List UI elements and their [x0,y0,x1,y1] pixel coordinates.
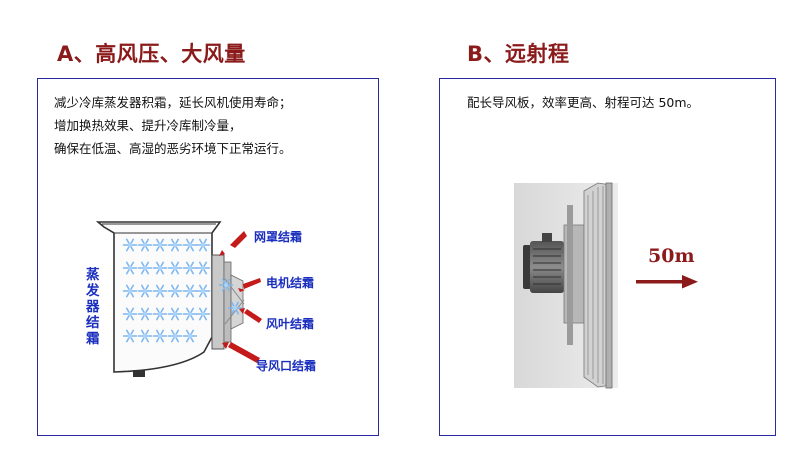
desc-line-3: 确保在低温、高湿的恶劣环境下正常运行。 [54,141,292,156]
motor-endcap [523,245,531,289]
desc-line-1: 减少冷库蒸发器积霜，延长风机使用寿命； [54,95,292,110]
vertical-label-char-4: 结 [86,314,100,331]
evaporator-frost-diagram: 蒸 发 器 结 霜 [85,221,316,377]
arrow-mesh [230,231,247,248]
terminal-box [542,233,552,242]
fan-unit [211,254,245,350]
drain-plug [133,370,145,377]
vertical-label-char-3: 器 [85,299,100,315]
fan-assembly [523,182,613,389]
section-b-title: B、远射程 [467,42,570,66]
panel-a-description: 减少冷库蒸发器积霜，延长风机使用寿命； 增加换热效果、提升冷库制冷量， 确保在低… [54,91,292,160]
callout-guide-frost: 导风口结霜 [256,358,316,373]
vertical-label-char-1: 蒸 [86,266,100,283]
callout-motor-frost: 电机结霜 [266,275,314,290]
arrow-guide-head [222,342,229,349]
section-a-title: A、高风压、大风量 [57,42,246,66]
arrow-mesh-head [219,250,225,256]
arrow-blade-head [239,308,245,314]
fan-side-view-diagram: 50m [514,182,698,389]
desc-line-2: 增加换热效果、提升冷库制冷量， [54,118,242,133]
callout-blade-frost: 风叶结霜 [266,316,314,331]
outer-flange [605,182,613,389]
arrow-blade [244,309,262,323]
range-label: 50m [648,245,695,267]
mount-rail [567,205,573,345]
arrow-motor-head [238,288,245,292]
panel-long-range: 配长导风板，效率更高、射程可达 50m。 [439,78,776,436]
range-arrow [636,275,698,289]
callout-arrows [219,231,262,363]
panel-b-description: 配长导风板，效率更高、射程可达 50m。 [467,95,700,110]
arrow-guide [228,342,260,363]
motor-body [530,241,564,293]
callout-mesh-frost: 网罩结霜 [254,229,302,244]
vertical-label-char-5: 霜 [85,330,100,347]
panel-evaporator-frost: 减少冷库蒸发器积霜，延长风机使用寿命； 增加换热效果、提升冷库制冷量， 确保在低… [37,78,379,436]
vertical-label-char-2: 发 [85,282,100,299]
arrow-motor [243,278,261,289]
